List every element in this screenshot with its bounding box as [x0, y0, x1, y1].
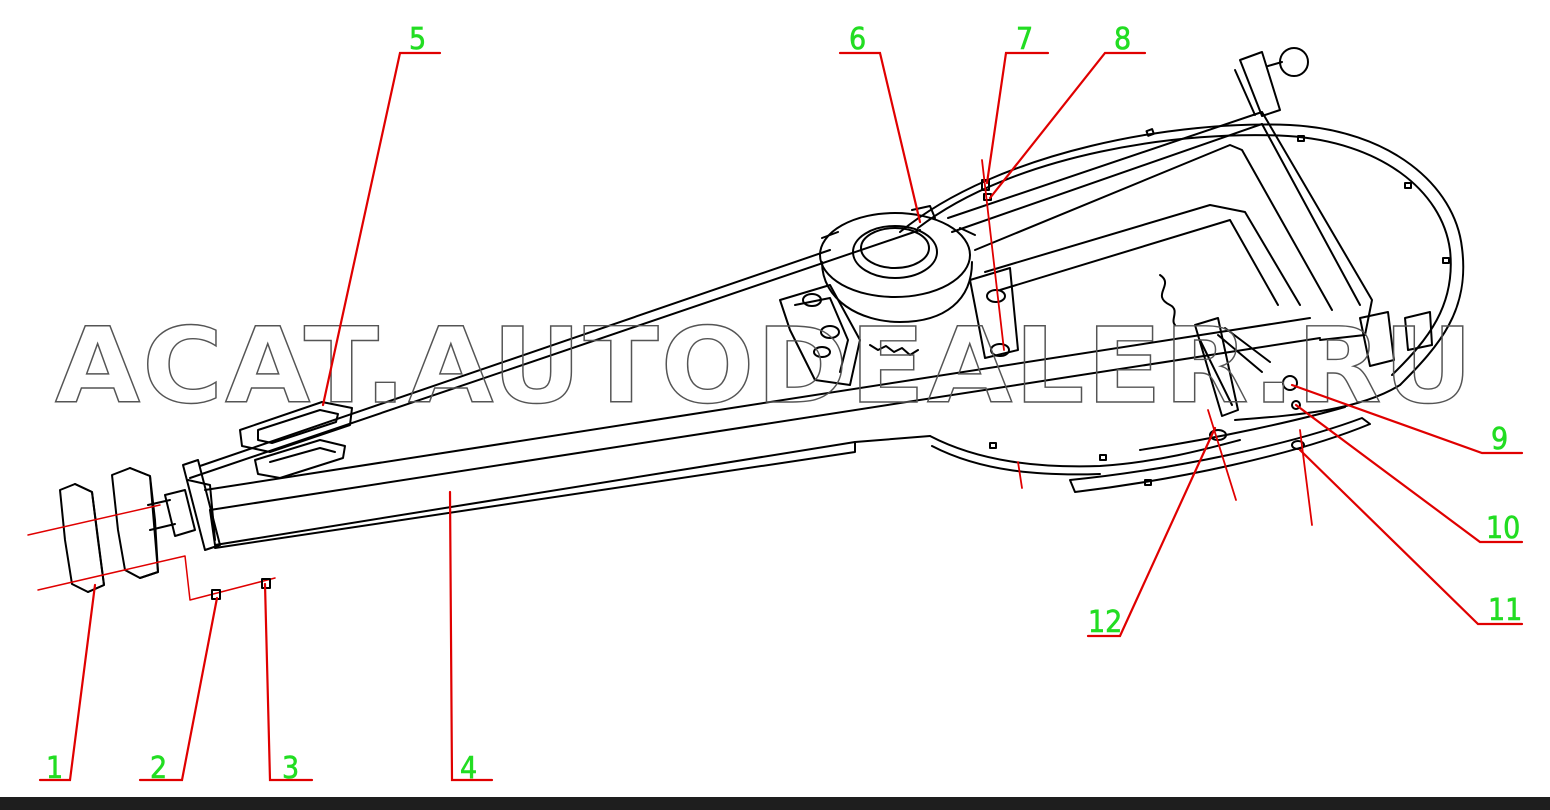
- skirt-plate-top: [1139, 406, 1346, 451]
- cylinder-bracket: [1194, 317, 1239, 417]
- front-end-plate: [182, 459, 221, 551]
- callout-7[interactable]: 7: [1016, 22, 1034, 58]
- boom-lower-beam-mid: [209, 337, 1321, 511]
- callout-labels: 1 2 3 4 5 6 7 8 9 10 11 12: [46, 22, 1523, 787]
- cylinder-rod: [1217, 327, 1271, 373]
- front-loop-1-inner: [257, 409, 339, 444]
- rear-frame-post: [1239, 51, 1281, 117]
- rear-knob: [1279, 47, 1309, 77]
- callout-11[interactable]: 11: [1488, 593, 1523, 629]
- pivot-pin-9: [1282, 375, 1298, 391]
- rear-frame-post-2: [1234, 69, 1256, 116]
- boom-lower-beam-bottom: [214, 435, 931, 546]
- leader-6: [838, 51, 922, 224]
- roller-axis-line-2: [37, 555, 276, 601]
- plate-hole-e: [989, 442, 997, 449]
- plate-hole-11: [1291, 440, 1305, 450]
- roller-wheel-rear-face: [129, 467, 159, 579]
- leader-2: [138, 596, 219, 782]
- mount-bracket-left: [779, 284, 861, 386]
- bottom-border-bar: [0, 797, 1550, 810]
- rear-frame-inner-2: [984, 204, 1301, 306]
- front-loop-2-inner: [269, 447, 336, 463]
- right-end-cap: [1359, 311, 1395, 367]
- boom-lower-beam-bottom-2: [214, 441, 856, 549]
- leader-11: [1298, 448, 1524, 626]
- callout-8[interactable]: 8: [1114, 22, 1132, 58]
- callout-4[interactable]: 4: [460, 751, 478, 787]
- base-plate-lower-edge: [929, 435, 1241, 468]
- base-plate-lower-edge-2: [931, 445, 1101, 476]
- callout-9[interactable]: 9: [1491, 422, 1509, 458]
- slewing-ring-body: [821, 261, 973, 323]
- callout-6[interactable]: 6: [849, 22, 867, 58]
- base-plate-outline: [899, 123, 1465, 421]
- front-end-plate-2: [187, 479, 216, 541]
- mount-bracket-right: [969, 267, 1019, 359]
- callout-12[interactable]: 12: [1088, 605, 1123, 641]
- rear-frame-right-2: [1261, 123, 1361, 306]
- slewing-ring-top: [819, 212, 971, 298]
- leader-12-axis: [1207, 409, 1237, 501]
- leader-12: [1086, 426, 1217, 638]
- boom-lower-beam-top: [204, 317, 1311, 491]
- slewing-ring-cap: [852, 225, 938, 279]
- rear-frame-inner: [974, 144, 1333, 311]
- plate-hole-a: [1145, 128, 1155, 137]
- base-plate-inner-edge: [917, 134, 1452, 376]
- rear-frame-inner-3: [999, 219, 1279, 306]
- roller-hub: [164, 489, 196, 537]
- callout-1[interactable]: 1: [46, 751, 64, 787]
- front-loop-2: [254, 439, 346, 479]
- callout-2[interactable]: 2: [150, 751, 168, 787]
- leader-3: [263, 582, 314, 782]
- cylinder-bracket-2: [1199, 339, 1233, 406]
- rear-knob-stem: [1267, 61, 1283, 67]
- plate-hole-f: [1099, 454, 1107, 461]
- pin-10: [1291, 400, 1301, 410]
- rear-frame-top-2: [951, 123, 1263, 233]
- boom-upper-beam: [189, 229, 921, 479]
- mount-bracket-left-2: [794, 297, 849, 373]
- right-end-cap-2: [1404, 311, 1433, 351]
- slewing-ring-flange: [821, 205, 976, 239]
- leader-7-axis: [981, 159, 1005, 351]
- roller-axis-line-1: [27, 504, 161, 536]
- bracket-bolt-1: [802, 293, 822, 307]
- leader-11-axis: [1299, 429, 1313, 526]
- gear-teeth: [869, 344, 919, 356]
- callout-3[interactable]: 3: [282, 751, 300, 787]
- slewing-ring-cap-inner: [860, 227, 930, 269]
- hydraulic-hose: [1159, 274, 1176, 326]
- front-loop-1: [239, 401, 353, 453]
- leader-10: [1294, 403, 1524, 544]
- skirt-axis-line: [1017, 461, 1023, 489]
- bracket-bolt-5: [990, 343, 1010, 357]
- plate-hole-c: [1404, 182, 1412, 189]
- bracket-bolt-4: [986, 289, 1006, 303]
- plate-hole-d: [1442, 257, 1450, 264]
- bracket-bolt-2: [820, 325, 840, 339]
- bracket-bolt-3: [813, 346, 831, 358]
- callout-10[interactable]: 10: [1486, 511, 1521, 547]
- watermark: ACAT.AUTODEALER.RU: [55, 305, 1475, 427]
- leader-4: [448, 490, 494, 782]
- skirt-plate: [1069, 417, 1371, 493]
- drawing-linework: [27, 47, 1465, 601]
- boom-upper-beam-2: [199, 249, 831, 467]
- rear-frame-outer: [947, 111, 1373, 341]
- leader-9: [1290, 383, 1524, 455]
- leader-1: [38, 583, 97, 782]
- callout-5[interactable]: 5: [409, 22, 427, 58]
- roller-wheel-front-face: [74, 483, 105, 593]
- plate-hole-b: [1297, 135, 1305, 142]
- plate-hole-g: [1144, 479, 1152, 486]
